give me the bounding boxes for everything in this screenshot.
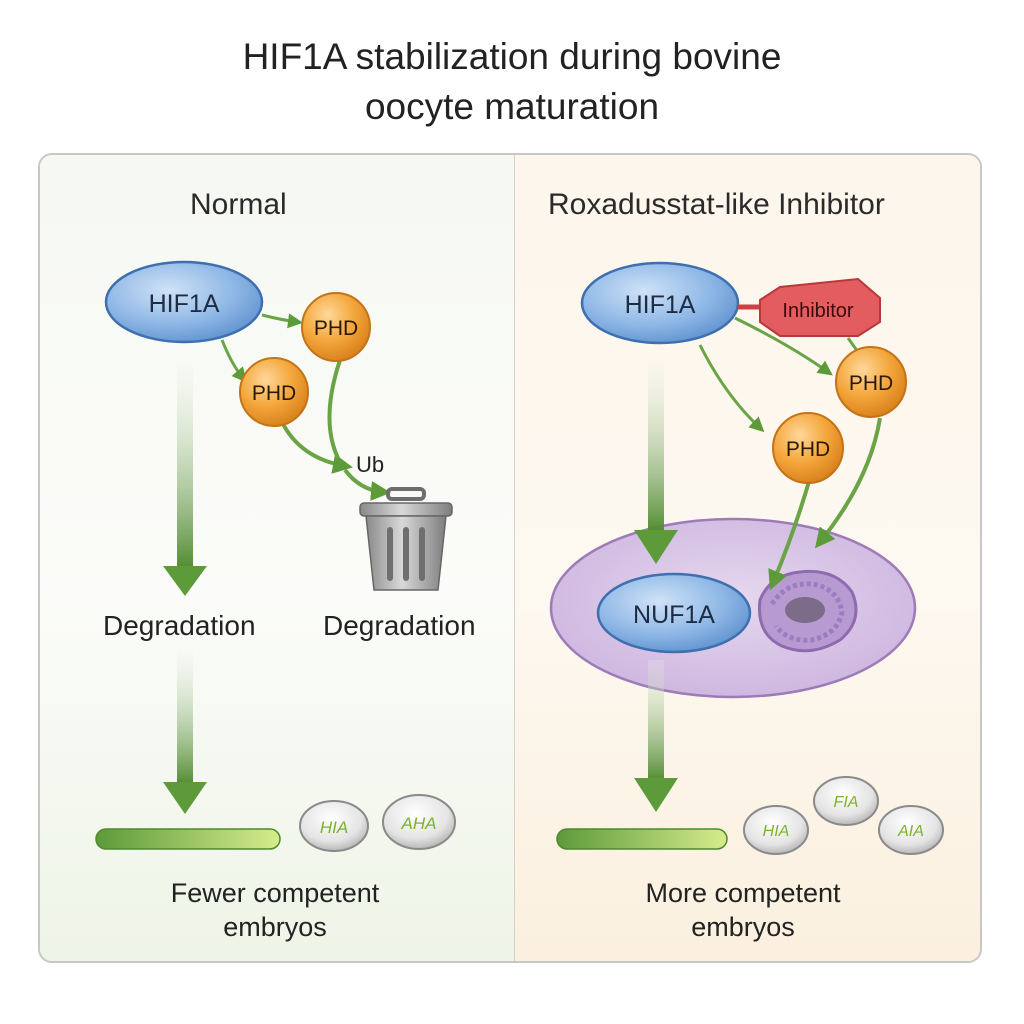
hif-to-phd-arrow <box>261 313 303 329</box>
inhibitor-outcome-line-2: embryos <box>691 912 795 942</box>
competence-bar-normal <box>95 828 281 850</box>
embryo-label: HIA <box>320 818 348 837</box>
hif1a-node <box>104 260 264 344</box>
hif1a-node-right <box>580 261 740 345</box>
outcome-arrow-head <box>163 782 207 814</box>
phd-node-bottom-right <box>772 412 844 484</box>
embryo-icon: AHA <box>382 794 456 850</box>
nucleus-label: NUF1A <box>633 601 715 629</box>
hif-to-phd2-arrow <box>220 339 247 383</box>
normal-outcome-text: Fewer competent embryos <box>130 876 420 944</box>
phd-top-to-ub-arrow <box>327 359 342 459</box>
title-line-2: oocyte maturation <box>364 86 660 127</box>
ub-to-trash-arrow <box>343 468 391 501</box>
figure-title: HIF1A stabilization during bovine oocyte… <box>0 32 1024 132</box>
normal-outcome-line-1: Fewer competent <box>170 878 380 908</box>
inhibitor-pathway: HIF1A Inhibitor PHD PHD NUF1A HIA FIA AI… <box>549 261 944 855</box>
phd-to-nucleus-arrow <box>768 477 812 591</box>
phd-bottom-label-right: PHD <box>786 438 830 461</box>
degradation-arrow-head <box>163 566 207 596</box>
embryo-label: FIA <box>834 794 859 811</box>
degradation-arrow-shaft <box>177 365 193 570</box>
normal-outcome-line-2: embryos <box>223 912 327 942</box>
inhibitor-panel-heading: Roxadusstat-like Inhibitor <box>548 188 885 221</box>
embryo-icon: HIA <box>743 805 809 855</box>
embryo-icon: FIA <box>813 776 879 826</box>
phd-to-ub-arrow <box>280 421 353 474</box>
phd-node-top-right <box>835 346 907 418</box>
phd-node-bottom <box>239 357 309 427</box>
phd-top-to-nucleus-arrow <box>814 417 882 549</box>
degradation-label-right: Degradation <box>323 610 476 641</box>
trash-icon <box>359 487 453 591</box>
hif-to-phd-arrow-right <box>734 316 833 376</box>
ub-label: Ub <box>356 452 384 477</box>
hif1a-label: HIF1A <box>149 290 220 318</box>
inhibitor-node <box>759 277 881 337</box>
stabilization-arrow-head <box>634 530 678 564</box>
hif-to-phd2-arrow-right <box>698 344 765 433</box>
embryo-label: AIA <box>897 823 924 840</box>
embryo-label: AHA <box>401 814 437 833</box>
embryo-label: HIA <box>763 823 790 840</box>
inhibitor-label: Inhibitor <box>782 300 853 322</box>
phd-node-top <box>301 292 371 362</box>
inhibitor-outcome-line-1: More competent <box>645 878 841 908</box>
stabilization-arrow-shaft <box>648 362 664 534</box>
normal-panel-heading: Normal <box>190 188 287 221</box>
title-line-1: HIF1A stabilization during bovine <box>242 36 782 77</box>
competence-bar-inhibitor <box>556 828 728 850</box>
degradation-label-left: Degradation <box>103 610 256 641</box>
outcome-arrow-shaft-right <box>648 660 664 782</box>
inhibitor-outcome-text: More competent embryos <box>598 876 888 944</box>
outcome-arrow-shaft <box>177 652 193 786</box>
chromatin-icon <box>757 569 858 653</box>
hif1a-label-right: HIF1A <box>625 291 696 319</box>
outcome-arrow-head-right <box>634 778 678 812</box>
phd-bottom-label: PHD <box>252 382 296 405</box>
embryo-icon: AIA <box>878 805 944 855</box>
normal-pathway: HIF1A PHD PHD Ub HIA AHA <box>95 260 456 852</box>
nuclear-hif-node <box>596 572 752 654</box>
phd-top-label-right: PHD <box>849 372 893 395</box>
phd-top-label: PHD <box>314 317 358 340</box>
embryo-icon: HIA <box>299 800 369 852</box>
